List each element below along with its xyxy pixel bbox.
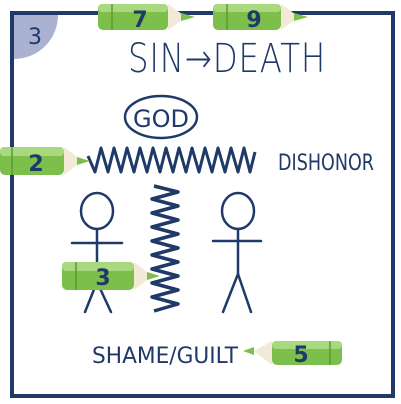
corner-number: 3 xyxy=(28,25,42,50)
dishonor-squiggle xyxy=(86,146,257,174)
heading: SIN→DEATH xyxy=(128,36,326,82)
pencil-number-2: 2 xyxy=(28,152,43,177)
dishonor-label: DISHONOR xyxy=(278,151,374,176)
pencil-number-3: 3 xyxy=(95,266,110,291)
pencil-number-5: 5 xyxy=(293,343,308,368)
pencil-number-7: 7 xyxy=(132,8,147,33)
shame-squiggle xyxy=(150,184,180,313)
pencil-marker-2: 2 xyxy=(0,147,90,177)
pencil-marker-9: 9 xyxy=(213,4,308,33)
right-person-figure xyxy=(211,191,263,314)
pencil-marker-5: 5 xyxy=(243,341,342,368)
pencil-marker-7: 7 xyxy=(98,4,195,33)
pencil-marker-3: 3 xyxy=(62,262,160,291)
corner-badge xyxy=(14,15,58,59)
shame-guilt-label: SHAME/GUILT xyxy=(92,344,239,369)
god-label: GOD xyxy=(133,105,189,133)
card-frame xyxy=(10,11,395,398)
god-oval xyxy=(123,94,199,140)
pencil-number-9: 9 xyxy=(246,8,261,33)
